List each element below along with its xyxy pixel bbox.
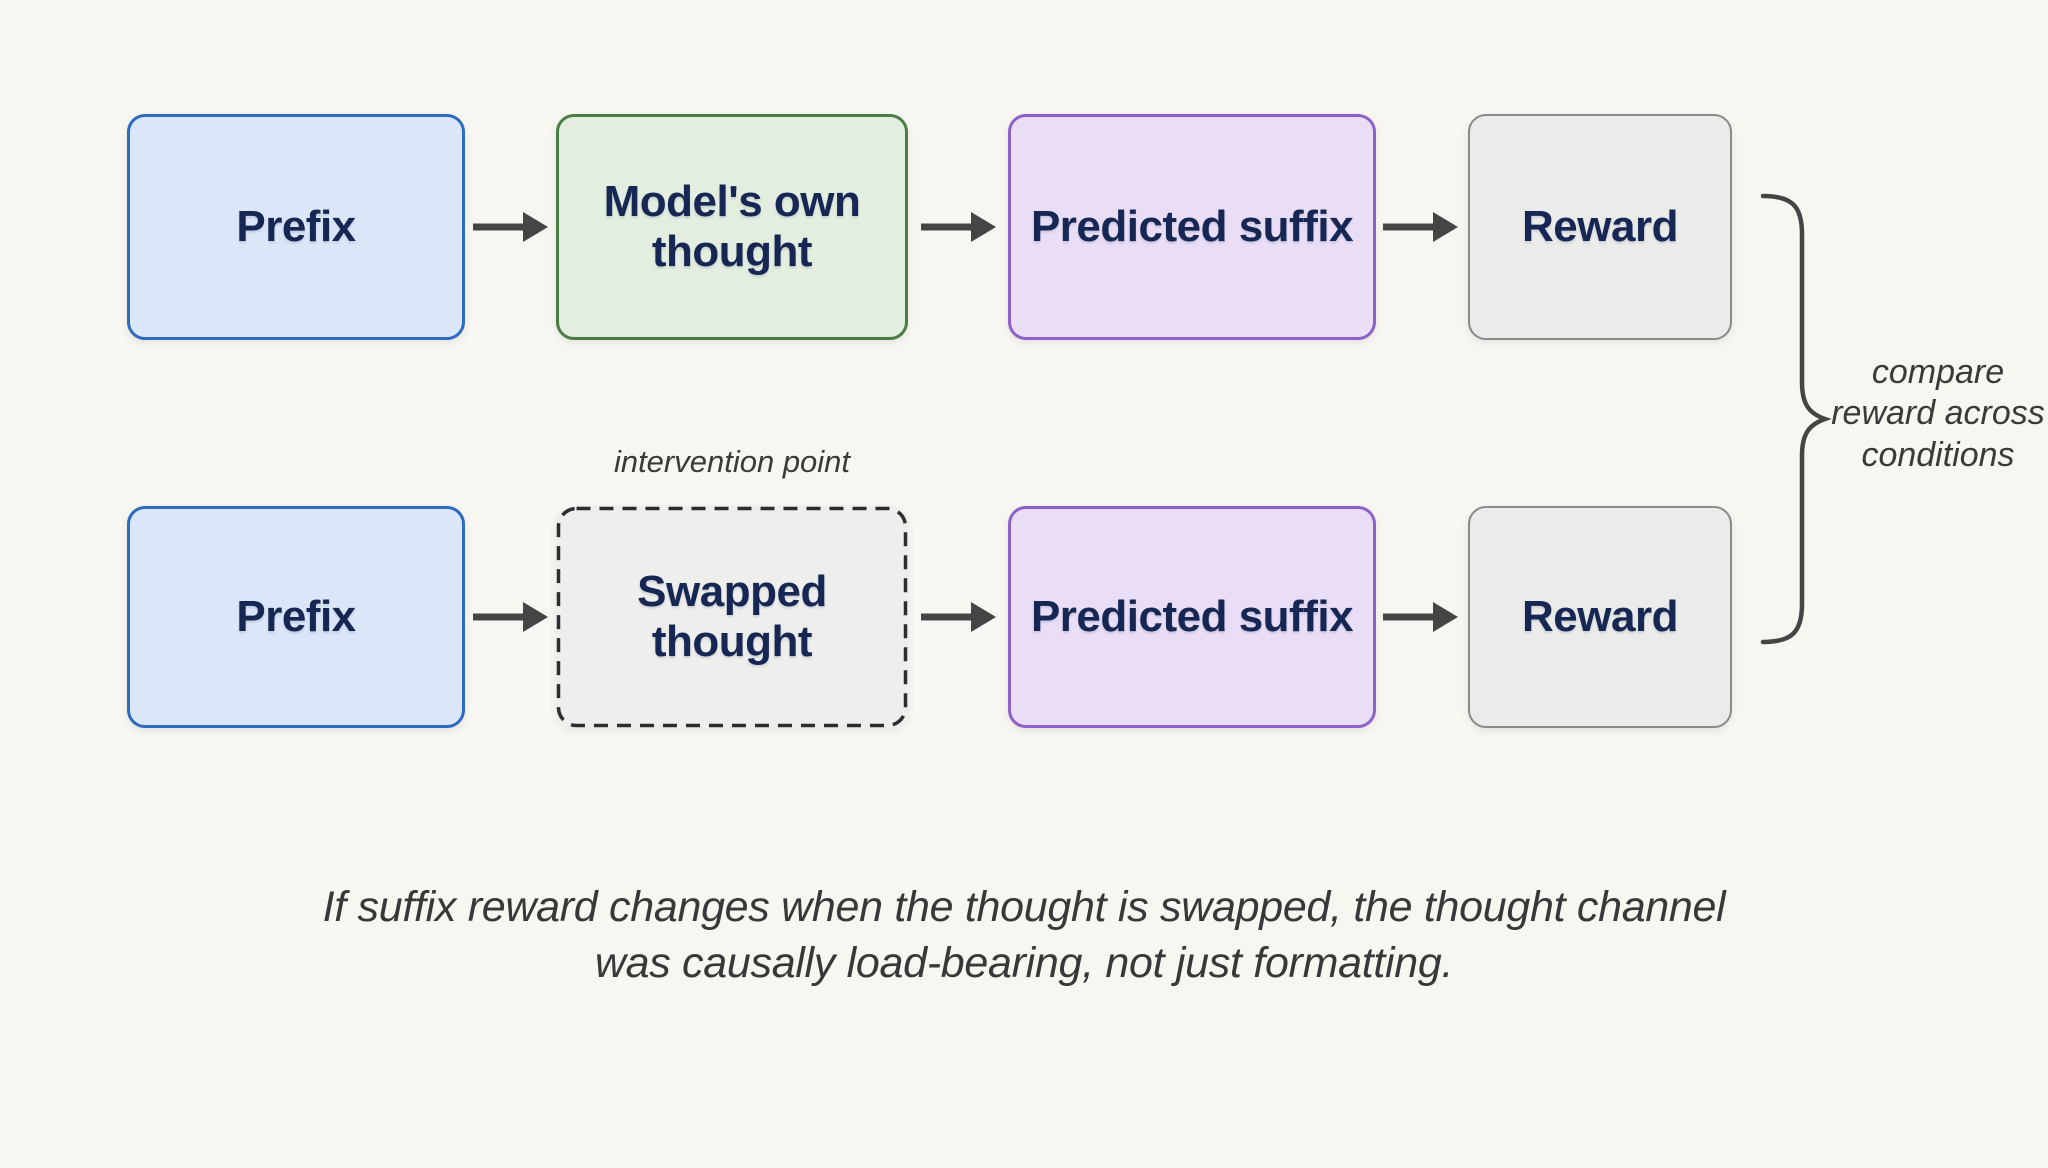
box-predicted-suffix-top: Predicted suffix: [1008, 114, 1376, 340]
arrow-right-icon: [473, 212, 548, 242]
box-swapped-thought-label: Swapped thought: [637, 566, 827, 666]
compare-note-label: compare reward across conditions: [1831, 353, 2045, 474]
box-model-own-thought: Model's own thought: [556, 114, 908, 340]
box-model-own-thought-label: Model's own thought: [603, 176, 861, 276]
box-predicted-suffix-bottom: Predicted suffix: [1008, 506, 1376, 728]
curly-brace-icon: [1760, 193, 1832, 645]
arrow-right-icon: [1383, 602, 1458, 632]
box-prefix-bottom-label: Prefix: [236, 591, 356, 641]
box-predicted-suffix-top-label: Predicted suffix: [1030, 201, 1354, 251]
arrow-right-icon: [921, 212, 996, 242]
arrow-right-icon: [921, 602, 996, 632]
caption-text: If suffix reward changes when the though…: [322, 883, 1726, 987]
box-reward-top-label: Reward: [1522, 201, 1678, 251]
arrow-right-icon: [473, 602, 548, 632]
box-prefix-top: Prefix: [127, 114, 465, 340]
box-swapped-thought: Swapped thought: [556, 506, 908, 728]
dashed-border-icon: [556, 506, 908, 728]
box-reward-bottom: Reward: [1468, 506, 1732, 728]
box-predicted-suffix-bottom-label: Predicted suffix: [1030, 591, 1354, 641]
box-reward-bottom-label: Reward: [1522, 591, 1678, 641]
box-prefix-bottom: Prefix: [127, 506, 465, 728]
box-prefix-top-label: Prefix: [236, 201, 356, 251]
intervention-point-label: intervention point: [613, 444, 851, 479]
arrow-right-icon: [1383, 212, 1458, 242]
box-reward-top: Reward: [1468, 114, 1732, 340]
